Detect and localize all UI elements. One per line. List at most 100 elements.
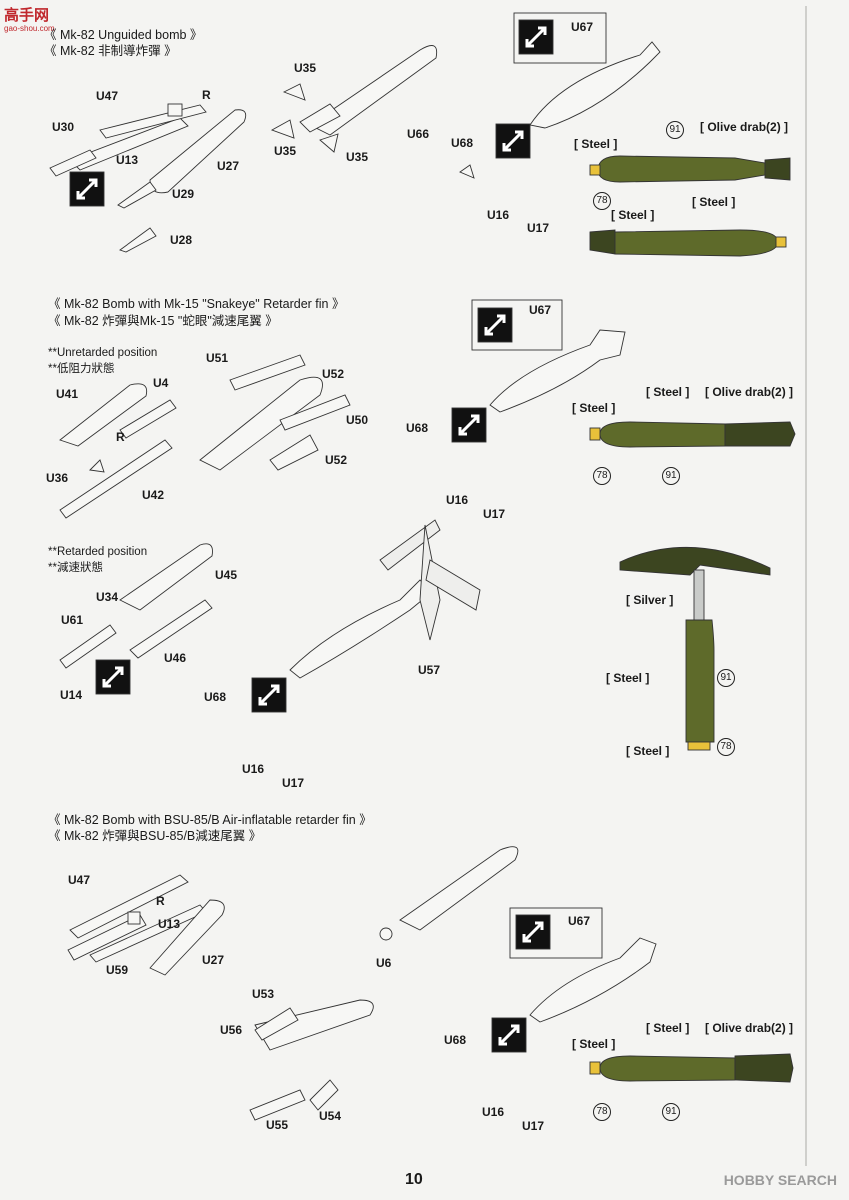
bomb-side-view-4: [619, 546, 771, 751]
fin-assembly-drawing-2: [199, 354, 351, 471]
part-label: U42: [142, 488, 165, 502]
note-unretarded-en: **Unretarded position: [48, 347, 158, 359]
paint-label-steel: [ Steel ]: [611, 208, 655, 222]
paint-label-steel: [ Steel ]: [692, 195, 736, 209]
brand-text: HOBBY SEARCH: [723, 1172, 837, 1188]
part-label: U67: [571, 20, 594, 34]
color-code-91: 91: [666, 121, 684, 139]
color-code-78: 78: [717, 738, 735, 756]
part-label: U68: [204, 690, 227, 704]
part-label: U34: [96, 590, 119, 604]
part-label: U4: [153, 376, 169, 390]
paint-label-olive: [ Olive drab(2) ]: [705, 1021, 794, 1035]
color-code-91: 91: [662, 1103, 680, 1121]
note-retarded-zh: **減速狀態: [48, 562, 103, 574]
site-logo: 高手网 gao-shou.com: [4, 4, 72, 36]
part-label: U35: [346, 150, 369, 164]
part-label: U16: [487, 208, 510, 222]
bomb-side-view-1: [589, 155, 791, 183]
color-code-78: 78: [593, 192, 611, 210]
color-code-91: 91: [717, 669, 735, 687]
note-retarded-en: **Retarded position: [48, 546, 148, 558]
part-label: U16: [482, 1105, 505, 1119]
bomb-drawing-2: [489, 329, 626, 413]
part-label: R: [156, 894, 165, 908]
part-label: U67: [568, 914, 591, 928]
part-label: U16: [242, 762, 265, 776]
part-label: R: [202, 88, 211, 102]
paint-label-steel: [ Steel ]: [646, 385, 690, 399]
paint-label-steel: [ Steel ]: [606, 671, 650, 685]
part-label: U67: [529, 303, 552, 317]
color-code-91: 91: [662, 467, 680, 485]
part-label: U16: [446, 493, 469, 507]
part-label: R: [116, 430, 125, 444]
color-code-78: 78: [593, 1103, 611, 1121]
part-label: U29: [172, 187, 195, 201]
part-label: U68: [444, 1033, 467, 1047]
part-label: U27: [202, 953, 225, 967]
part-label: U56: [220, 1023, 243, 1037]
part-label: U41: [56, 387, 79, 401]
paint-label-steel: [ Steel ]: [572, 401, 616, 415]
part-label: U28: [170, 233, 193, 247]
part-label: U53: [252, 987, 275, 1001]
paint-label-steel: [ Steel ]: [646, 1021, 690, 1035]
part-label: U27: [217, 159, 240, 173]
section-2-title-zh: 《 Mk-82 炸彈與Mk-15 "蛇眼"減速尾翼 》: [48, 314, 278, 328]
bomb-drawing-4: [529, 937, 657, 1023]
paint-label-olive: [ Olive drab(2) ]: [705, 385, 794, 399]
part-label: U35: [274, 144, 297, 158]
part-label: U45: [215, 568, 238, 582]
part-label: U17: [522, 1119, 545, 1133]
part-label: U35: [294, 61, 317, 75]
part-label: U47: [96, 89, 119, 103]
bomb-rack-drawing-4: [67, 874, 225, 976]
section-1-title-en: 《 Mk-82 Unguided bomb 》: [44, 28, 203, 42]
part-label: U61: [61, 613, 84, 627]
section-1-title-zh: 《 Mk-82 非制導炸彈 》: [44, 44, 177, 58]
section-4-title-en: 《 Mk-82 Bomb with BSU-85/B Air-inflatabl…: [48, 813, 372, 827]
part-label: U50: [346, 413, 369, 427]
bsu-fin-drawing-4: [249, 846, 519, 1121]
part-label: U17: [483, 507, 506, 521]
paint-label-steel: [ Steel ]: [574, 137, 618, 151]
part-label: U46: [164, 651, 187, 665]
part-label: U51: [206, 351, 229, 365]
note-unretarded-zh: **低阻力狀態: [48, 363, 115, 375]
paint-label-silver: [ Silver ]: [626, 593, 674, 607]
part-label: U6: [376, 956, 392, 970]
part-label: U68: [451, 136, 474, 150]
part-label: U30: [52, 120, 75, 134]
part-label: U17: [282, 776, 305, 790]
part-label: U47: [68, 873, 91, 887]
paint-label-olive: [ Olive drab(2) ]: [700, 120, 789, 134]
bomb-side-view-3: [589, 421, 796, 448]
retarder-fin-drawing-3: [289, 519, 481, 679]
bomb-rack-drawing-3: [59, 543, 213, 669]
section-4-title-zh: 《 Mk-82 炸彈與BSU-85/B減速尾翼 》: [48, 829, 262, 843]
part-label: U13: [158, 917, 181, 931]
logo-subtext: gao-shou.com: [4, 24, 55, 33]
paint-label-steel: [ Steel ]: [626, 744, 670, 758]
part-label: U68: [406, 421, 429, 435]
logo-text: 高手网: [4, 7, 50, 24]
part-label: U55: [266, 1118, 289, 1132]
brand-watermark: HOBBY SEARCH: [724, 1172, 837, 1188]
part-label: U57: [418, 663, 441, 677]
paint-label-steel: [ Steel ]: [572, 1037, 616, 1051]
part-label: U52: [322, 367, 345, 381]
part-label: U17: [527, 221, 550, 235]
bomb-rack-drawing-2: [59, 383, 177, 519]
part-label: U52: [325, 453, 348, 467]
page-edge-line: [805, 6, 807, 1166]
bomb-fin-drawing-1: [270, 45, 438, 153]
bomb-side-view-5: [589, 1053, 794, 1083]
part-label: U14: [60, 688, 83, 702]
page-number: 10: [405, 1171, 423, 1188]
part-label: U66: [407, 127, 430, 141]
part-label: U59: [106, 963, 129, 977]
section-2-title-en: 《 Mk-82 Bomb with Mk-15 "Snakeye" Retard…: [48, 297, 345, 311]
